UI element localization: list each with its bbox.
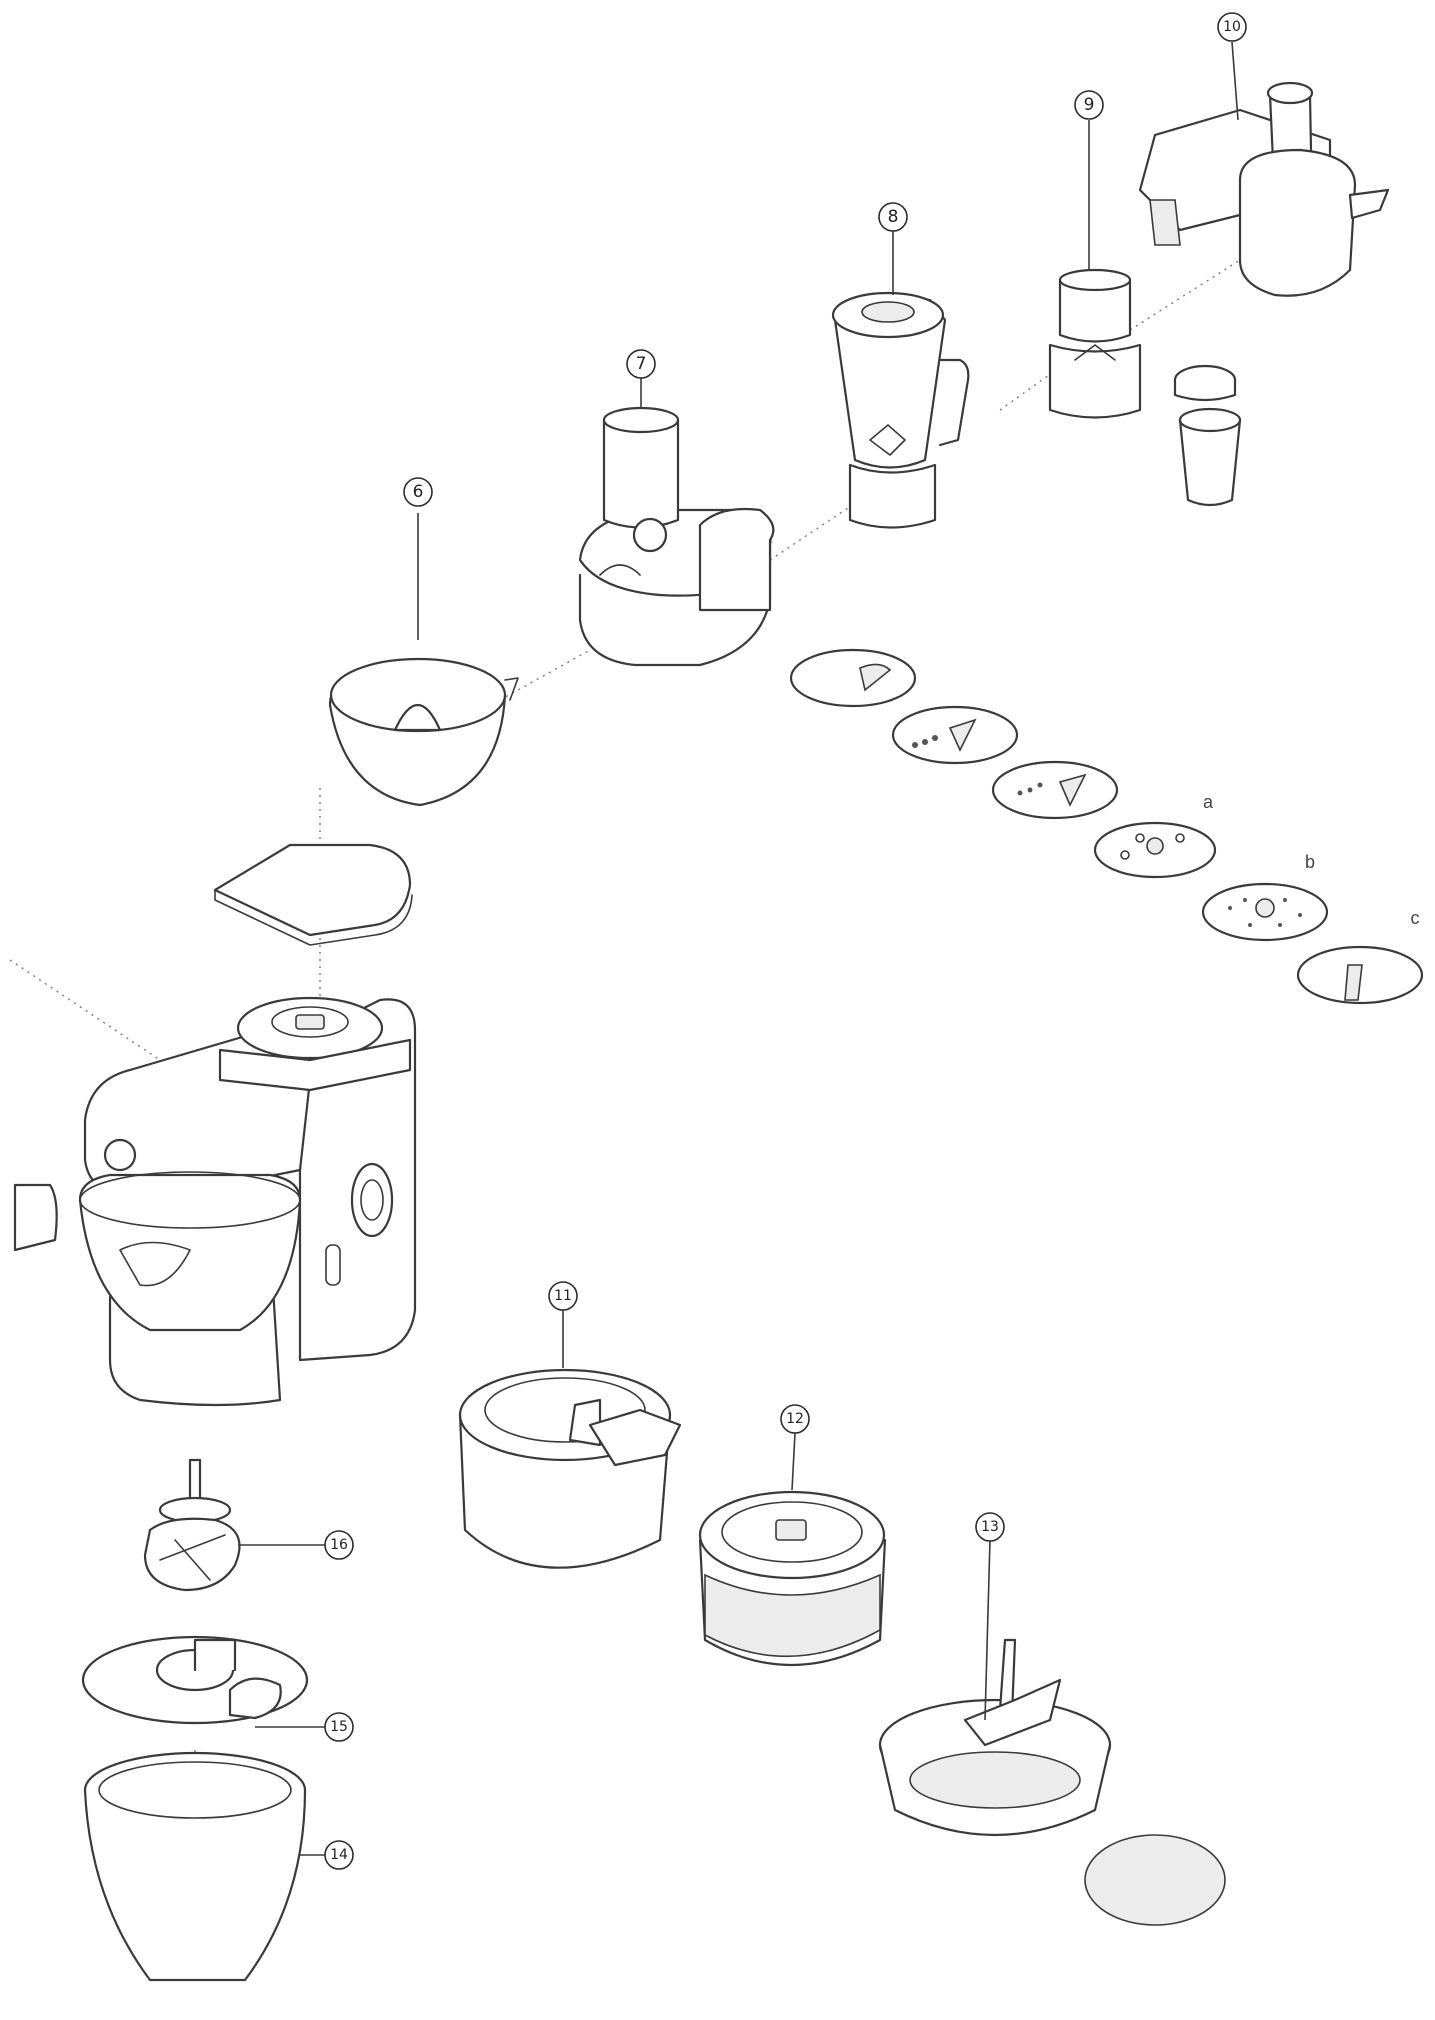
citrus-juicer (328, 657, 519, 807)
callout-10: 10 (1217, 12, 1247, 42)
callout-9: 9 (1074, 90, 1104, 120)
callout-14: 14 (324, 1840, 354, 1870)
mixing-bowl (83, 1751, 307, 1982)
callout-leaders (238, 41, 1239, 1856)
disc-2 (891, 705, 1019, 765)
disc-1 (789, 648, 917, 708)
multi-mill (1048, 268, 1242, 507)
callout-13: 13 (975, 1512, 1005, 1542)
callout-8-label: 8 (888, 207, 899, 227)
stand-mixer (13, 996, 417, 1407)
ice-cream-maker (458, 1368, 682, 1569)
callout-9-label: 9 (1084, 95, 1095, 115)
disc-letter-c: c (1411, 908, 1420, 928)
callout-6: 6 (403, 477, 433, 507)
callout-10-label: 10 (1223, 19, 1241, 35)
callout-15: 15 (324, 1712, 354, 1742)
callout-6-label: 6 (413, 482, 424, 502)
disc-letter-b: b (1305, 852, 1315, 872)
callout-16-label: 16 (330, 1537, 348, 1553)
callout-12-label: 12 (786, 1411, 804, 1427)
sieve (878, 1638, 1226, 1926)
pouring-shield (81, 1635, 309, 1725)
disc-letter-a: a (1203, 792, 1214, 812)
disc-3 (991, 760, 1119, 820)
blender (831, 291, 970, 529)
food-processor (578, 406, 775, 667)
slicing-discs (789, 648, 1424, 1005)
callout-7: 7 (626, 349, 656, 379)
disc-b (1201, 882, 1329, 942)
continuous-juicer (1138, 81, 1390, 297)
callout-13-label: 13 (981, 1519, 999, 1535)
callout-11-label: 11 (554, 1288, 572, 1304)
splash-guard-plate (213, 843, 413, 946)
disc-a (1093, 821, 1217, 879)
callout-11: 11 (548, 1281, 578, 1311)
callout-15-label: 15 (330, 1719, 348, 1735)
k-beater (143, 1458, 241, 1592)
callout-14-label: 14 (330, 1847, 348, 1863)
callout-12: 12 (780, 1404, 810, 1434)
callout-8: 8 (878, 202, 908, 232)
callout-16: 16 (324, 1530, 354, 1560)
shredder-bowl (698, 1490, 887, 1667)
callout-7-label: 7 (636, 354, 647, 374)
disc-c (1296, 945, 1424, 1005)
